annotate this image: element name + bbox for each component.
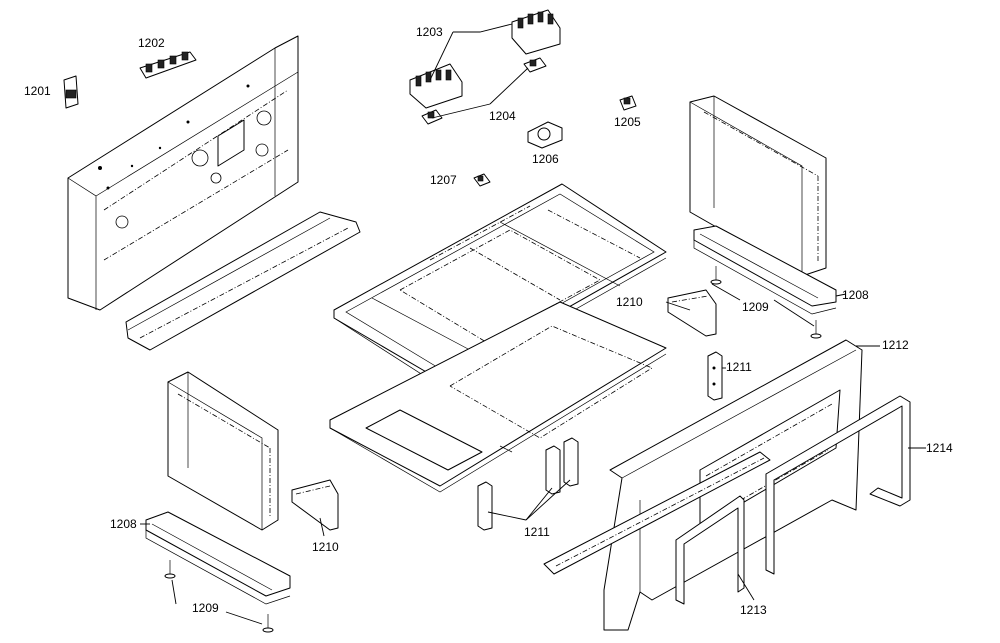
label-1213: 1213 xyxy=(740,603,767,617)
label-1212: 1212 xyxy=(882,338,909,352)
leader-lines xyxy=(140,23,926,625)
label-1211-bottom: 1211 xyxy=(524,525,550,539)
part-labels: 1201 1202 1203 1204 1205 1206 1207 1208 … xyxy=(24,25,953,617)
part-1205-clip xyxy=(619,95,637,111)
label-1203: 1203 xyxy=(416,25,443,39)
left-side-panel xyxy=(167,371,279,531)
front-lower-rail xyxy=(543,451,771,575)
left-lower-rail xyxy=(125,211,361,351)
part-1206-thermostat xyxy=(527,121,563,149)
part-1211-upright-b xyxy=(545,445,561,495)
part-1207-clip xyxy=(473,173,491,187)
label-1210-right: 1210 xyxy=(616,295,643,309)
part-1214-handle xyxy=(765,395,911,575)
part-1202-terminal-strip xyxy=(139,51,197,79)
part-1209-right-foot-a xyxy=(710,266,722,285)
part-1210-left-bracket xyxy=(291,479,339,531)
part-1204-bracket-lower xyxy=(421,109,443,125)
part-1209-right-foot-b xyxy=(810,320,822,339)
label-1208-left: 1208 xyxy=(110,517,137,531)
label-1208-right: 1208 xyxy=(842,288,869,302)
label-1204: 1204 xyxy=(489,109,516,123)
label-1211-right: 1211 xyxy=(726,360,752,374)
part-1204-bracket-upper xyxy=(523,57,547,73)
label-1205: 1205 xyxy=(614,115,641,129)
part-1208-right-channel xyxy=(693,225,837,315)
part-1209-left-foot-a xyxy=(164,560,176,579)
central-lower-base xyxy=(329,301,667,493)
label-1202: 1202 xyxy=(138,36,165,50)
part-1211-right-upright xyxy=(707,351,723,401)
label-1201: 1201 xyxy=(24,84,51,98)
label-1207: 1207 xyxy=(430,173,457,187)
part-1208-left-channel xyxy=(145,511,291,605)
part-1211-upright-a xyxy=(477,481,493,531)
label-1209-left: 1209 xyxy=(192,601,219,615)
part-1209-left-foot-b xyxy=(262,614,274,633)
part-1210-right-bracket xyxy=(667,289,717,337)
label-1210-left: 1210 xyxy=(312,540,339,554)
label-1214: 1214 xyxy=(926,441,953,455)
part-1203-switch-lower xyxy=(409,63,463,109)
part-1201-clip xyxy=(63,75,79,109)
part-1211-upright-c xyxy=(563,437,579,487)
label-1209-right: 1209 xyxy=(742,300,769,314)
part-1203-switch-upper xyxy=(511,9,561,55)
part-1212-front-frame xyxy=(603,339,863,631)
part-1213-handle xyxy=(675,495,745,605)
rear-back-panel xyxy=(67,35,299,311)
label-1206: 1206 xyxy=(532,152,559,166)
